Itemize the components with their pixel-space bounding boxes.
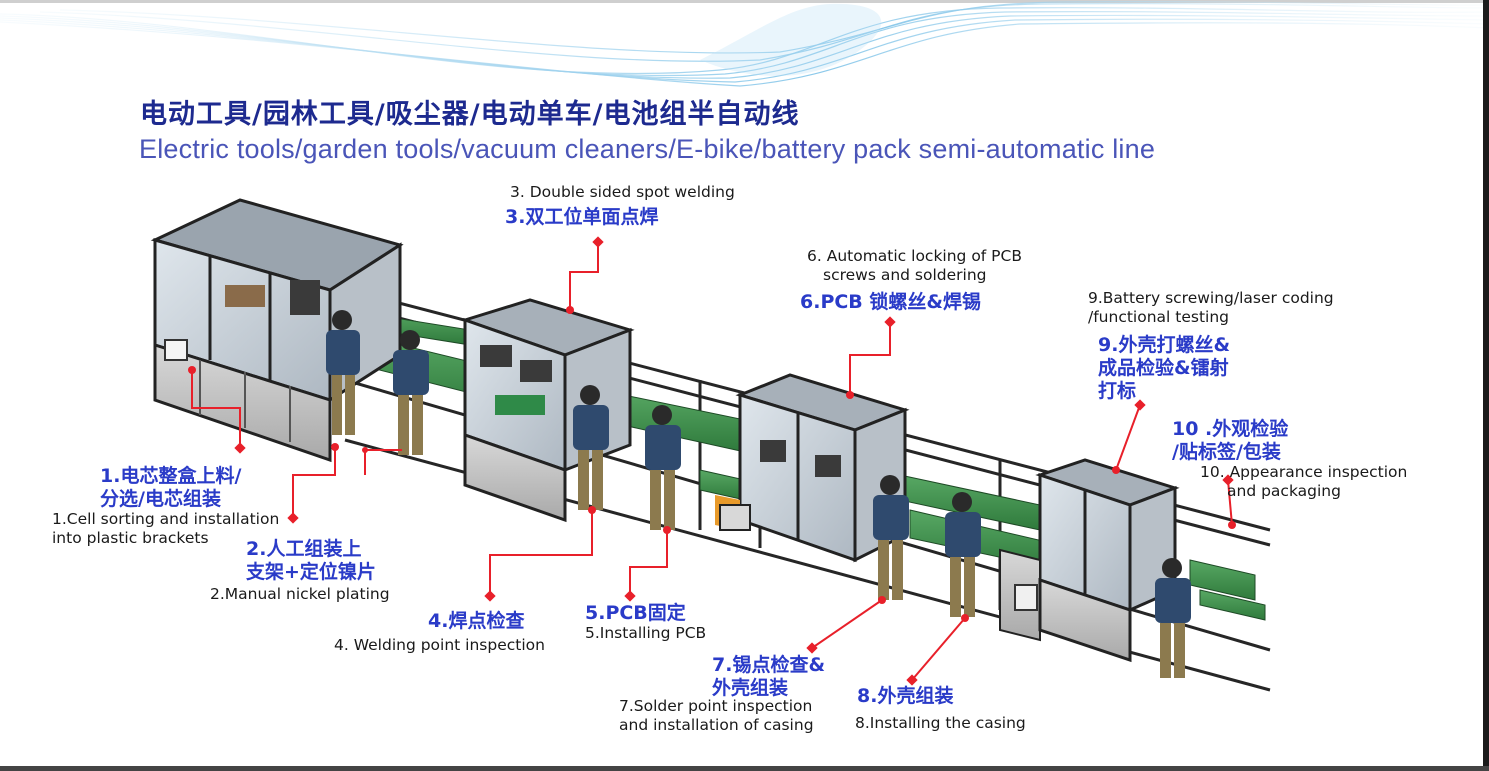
step-6-label-cn: 6.PCB 锁螺丝&焊锡 bbox=[800, 291, 981, 313]
title-english: Electric tools/garden tools/vacuum clean… bbox=[139, 134, 1156, 164]
step-9-label-en: 9.Battery screwing/laser coding/function… bbox=[1088, 289, 1334, 326]
step-8-label-cn: 8.外壳组装 bbox=[857, 685, 954, 707]
leader-10 bbox=[1227, 479, 1233, 526]
step-4-label-cn: 4.焊点检查 bbox=[428, 610, 525, 632]
step-9-label-cn: 9.外壳打螺丝&成品检验&镭射打标 bbox=[1098, 334, 1231, 402]
leader-4 bbox=[489, 510, 593, 596]
leader-5 bbox=[629, 530, 668, 596]
top-border bbox=[0, 0, 1489, 3]
title-chinese: 电动工具/园林工具/吸尘器/电动单车/电池组半自动线 bbox=[140, 99, 800, 130]
machine-station-4 bbox=[999, 458, 1180, 663]
leader-8 bbox=[911, 617, 966, 681]
leader-3 bbox=[569, 242, 599, 310]
leader-markers bbox=[188, 236, 1236, 686]
step-3-label-en: 3. Double sided spot welding bbox=[510, 183, 735, 201]
step-4-label-en: 4. Welding point inspection bbox=[334, 636, 545, 654]
operator-3 bbox=[573, 385, 609, 510]
step-5-label-cn: 5.PCB固定 bbox=[585, 602, 686, 624]
step-3-label-cn: 3.双工位单面点焊 bbox=[505, 206, 659, 228]
leader-lines bbox=[191, 242, 1233, 681]
bottom-edge-border bbox=[0, 766, 1489, 771]
step-2-label-cn: 2.人工组装上支架+定位镍片 bbox=[246, 538, 376, 583]
step-7-label-cn: 7.锡点检查&外壳组装 bbox=[712, 654, 826, 699]
operator-4 bbox=[645, 405, 681, 530]
operator-1 bbox=[326, 310, 360, 435]
operators bbox=[326, 310, 1191, 678]
operator-6 bbox=[945, 492, 981, 617]
leader-7 bbox=[811, 599, 883, 649]
operator-2 bbox=[393, 330, 429, 455]
leader-1 bbox=[191, 370, 241, 448]
step-8-label-en: 8.Installing the casing bbox=[855, 714, 1026, 732]
right-edge-border bbox=[1483, 0, 1489, 771]
leader-6 bbox=[849, 322, 891, 395]
step-2-label-en: 2.Manual nickel plating bbox=[210, 585, 390, 603]
operator-7 bbox=[1155, 558, 1191, 678]
leader-2a bbox=[292, 445, 336, 518]
operator-5 bbox=[873, 475, 909, 600]
decorative-wave bbox=[0, 0, 1489, 87]
step-5-label-en: 5.Installing PCB bbox=[585, 624, 707, 642]
step-1-label-cn: 1.电芯整盒上料/分选/电芯组装 bbox=[100, 465, 242, 510]
step-10-label-cn: 10 .外观检验/贴标签/包装 bbox=[1172, 418, 1289, 463]
leader-9 bbox=[1115, 404, 1141, 471]
machine-station-1 bbox=[150, 198, 404, 463]
